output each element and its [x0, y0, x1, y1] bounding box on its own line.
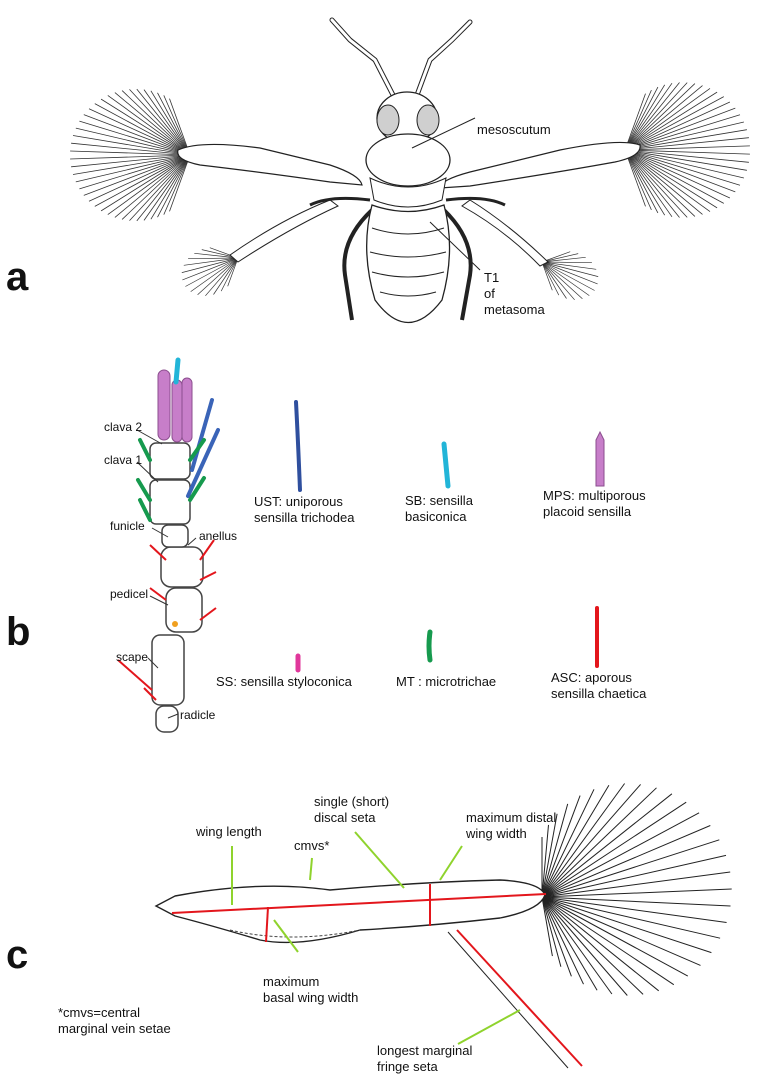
label-radicle: radicle — [180, 708, 216, 722]
legend-mt: MT : microtrichae — [396, 674, 497, 689]
label-basal-width: maximum basal wing width — [263, 974, 359, 1005]
legend-mps: MPS: multiporous placoid sensilla — [543, 488, 646, 519]
panel-b-letter: b — [6, 610, 31, 654]
label-funicle: funicle — [110, 519, 145, 533]
label-anellus: anellus — [199, 529, 238, 543]
panel-c-letter: c — [6, 933, 29, 977]
legend-sb: SB: sensilla basiconica — [405, 493, 473, 524]
label-t1-metasoma: T1 of metasoma — [484, 270, 545, 317]
label-pedicel: pedicel — [110, 587, 149, 601]
label-wing-length: wing length — [196, 824, 262, 839]
label-cmvs: cmvs* — [294, 838, 330, 853]
panel-a-letter: a — [6, 255, 29, 299]
legend-asc: ASC: aporous sensilla chaetica — [551, 670, 647, 701]
label-longest-fringe-seta: longest marginal fringe seta — [377, 1043, 473, 1074]
label-mesoscutum: mesoscutum — [477, 122, 551, 137]
label-scape: scape — [116, 650, 149, 664]
label-clava-2: clava 2 — [104, 420, 143, 434]
legend-ust: UST: uniporous sensilla trichodea — [254, 494, 355, 525]
footnote-cmvs: *cmvs=central marginal vein setae — [58, 1005, 171, 1036]
label-discal-seta: single (short) discal seta — [314, 794, 390, 825]
label-distal-width: maximum distal wing width — [466, 810, 557, 841]
legend-ss: SS: sensilla styloconica — [216, 674, 352, 689]
label-clava-1: clava 1 — [104, 453, 143, 467]
